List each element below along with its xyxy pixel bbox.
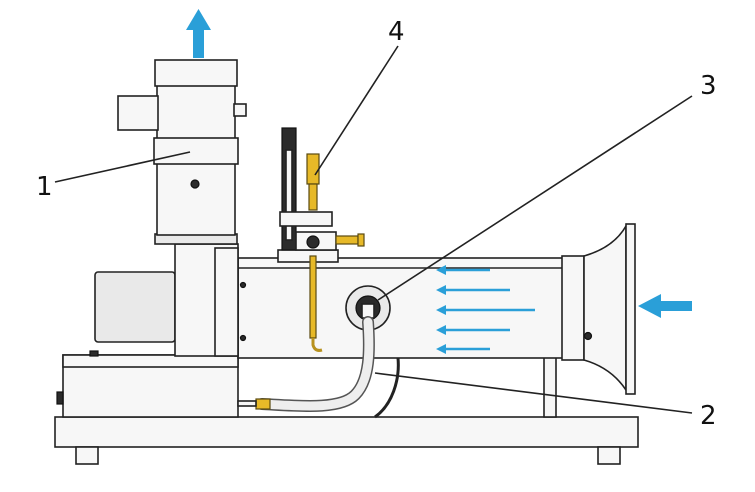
callout-4: 4 <box>388 17 405 47</box>
motor <box>94 271 176 343</box>
leader-lines <box>54 45 693 414</box>
fan-housing <box>117 59 247 357</box>
nozzle-screw <box>583 331 593 341</box>
callout-3: 3 <box>700 71 717 101</box>
left-arrow-icon <box>638 294 692 318</box>
up-arrow-icon <box>186 9 211 58</box>
pressure-hose <box>237 316 400 419</box>
probe-traverse <box>277 127 365 352</box>
airflow-lines <box>436 265 535 354</box>
housing-screw <box>190 179 200 189</box>
intake-nozzle <box>561 222 636 395</box>
test-section-tube <box>237 257 569 359</box>
pressure-port <box>345 285 391 331</box>
control-box <box>56 350 239 418</box>
callout-1: 1 <box>36 172 53 202</box>
callout-2: 2 <box>700 401 717 431</box>
base-plate <box>54 416 639 465</box>
